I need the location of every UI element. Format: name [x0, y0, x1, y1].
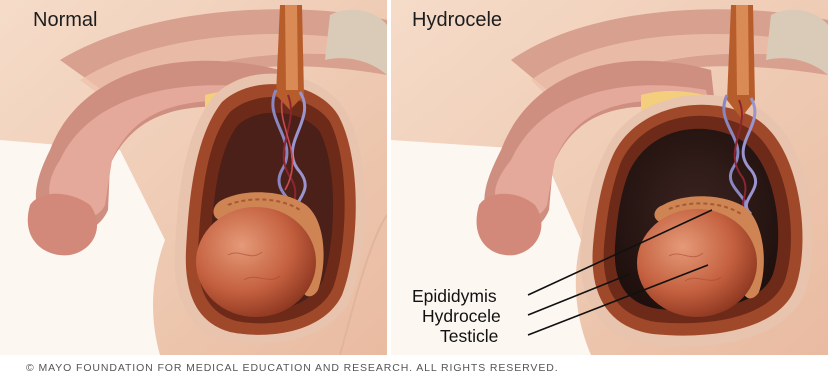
hydrocele-panel-title: Hydrocele: [412, 9, 502, 32]
hydrocele-leader-line: [528, 274, 630, 315]
copyright-notice: © MAYO FOUNDATION FOR MEDICAL EDUCATION …: [26, 362, 559, 374]
testicle-leader-line: [528, 265, 708, 335]
epididymis-leader-line: [528, 210, 712, 295]
testicle-label: Testicle: [440, 326, 498, 346]
normal-panel-title: Normal: [33, 9, 97, 32]
hydrocele-label: Hydrocele: [422, 306, 501, 326]
epididymis-label: Epididymis: [412, 286, 497, 306]
